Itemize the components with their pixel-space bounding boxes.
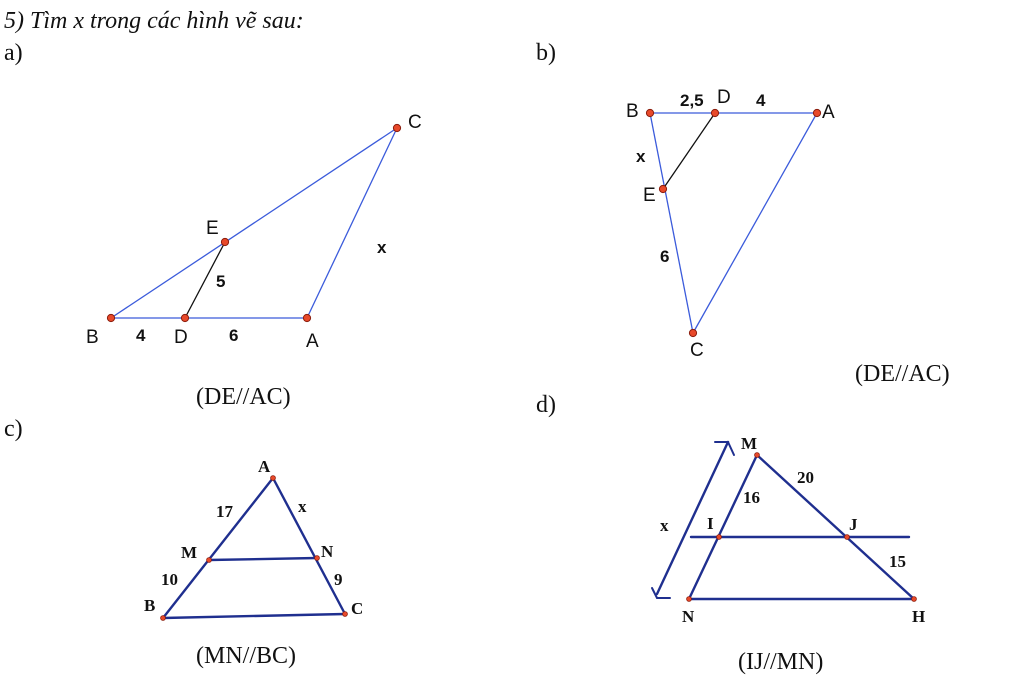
figure-b-label-C: C: [690, 340, 704, 361]
figure-a-point-C: [392, 123, 402, 133]
figure-c-label-B: B: [144, 596, 155, 615]
figure-d-x-top-bracket: [714, 441, 735, 456]
figure-c-length-NC: 9: [334, 570, 343, 589]
figure-b: B D A E C 2,5 4 x 6 (DE//AC): [626, 87, 950, 387]
figure-a-points: [106, 123, 402, 323]
figure-a-point-B: [106, 313, 116, 323]
figure-b-point-E: [658, 184, 668, 194]
figure-b-points: [645, 108, 822, 338]
figure-b-length-EC: 6: [660, 247, 669, 266]
figure-b-length-BD: 2,5: [680, 91, 704, 110]
figure-d-length-MI: 16: [743, 488, 760, 507]
figure-a-label-E: E: [206, 218, 219, 239]
figure-a: B D A E C 4 6 5 x (DE//AC): [86, 112, 422, 410]
figure-b-label-E: E: [643, 185, 656, 206]
figure-a-label-B: B: [86, 327, 99, 348]
figure-c: A M N B C 17 10 x 9 (MN//BC): [144, 457, 363, 669]
figure-a-point-A: [302, 313, 312, 323]
figure-b-point-D: [710, 108, 720, 118]
figure-a-length-DA: 6: [229, 326, 238, 345]
figure-b-point-A: [812, 108, 822, 118]
figure-d-x-bottom-bracket: [651, 587, 671, 599]
figure-d-segment-MH: [755, 453, 916, 601]
figure-d-label-N: N: [682, 607, 695, 626]
figure-d-length-JH: 15: [889, 552, 906, 571]
figure-b-segment-BC: [649, 112, 694, 334]
figure-d-point-I: [716, 534, 722, 540]
figure-b-point-B: [645, 108, 655, 118]
figure-b-point-C: [688, 328, 698, 338]
figure-d-length-x: x: [660, 516, 669, 535]
figure-c-points: [160, 475, 348, 621]
figure-d-caption: (IJ//MN): [738, 649, 823, 675]
figure-c-segment-MN: [207, 556, 319, 562]
figure-c-caption: (MN//BC): [196, 643, 296, 669]
figure-b-label-A: A: [822, 102, 835, 123]
figure-c-segment-AB: [161, 476, 275, 620]
figure-a-point-E: [220, 237, 230, 247]
figure-a-segments: [110, 127, 398, 319]
figure-c-point-N: [314, 555, 320, 561]
figure-c-point-B: [160, 615, 166, 621]
figure-a-label: a): [4, 40, 23, 66]
figure-b-segments: [649, 112, 818, 334]
figure-c-length-AN: x: [298, 497, 307, 516]
figure-b-caption: (DE//AC): [855, 361, 950, 387]
figure-c-label-N: N: [321, 542, 334, 561]
figure-a-segment-BC: [110, 127, 398, 319]
figure-b-length-DA: 4: [756, 91, 766, 110]
figure-a-segment-DE: [184, 241, 226, 319]
figure-a-label-C: C: [408, 112, 422, 133]
figure-d-label-H: H: [912, 607, 925, 626]
figure-d-segment-MN: [687, 453, 759, 601]
figure-b-segment-AC: [692, 112, 818, 334]
figure-d-point-H: [911, 596, 917, 602]
figure-d-segment-x: [655, 440, 730, 596]
figure-b-label-B: B: [626, 101, 639, 122]
figure-a-label-A: A: [306, 331, 319, 352]
figure-d-label-I: I: [707, 514, 714, 533]
figure-c-label: c): [4, 416, 23, 442]
figure-b-length-BE: x: [636, 147, 646, 166]
figure-d-point-N: [686, 596, 692, 602]
figure-b-label-D: D: [717, 87, 731, 108]
figure-c-label-C: C: [351, 599, 363, 618]
figure-c-length-AM: 17: [216, 502, 234, 521]
figure-a-length-BD: 4: [136, 326, 146, 345]
figure-a-segment-AC: [306, 127, 398, 319]
figure-c-label-M: M: [181, 543, 197, 562]
figure-a-length-AC: x: [377, 238, 387, 257]
figure-c-length-MB: 10: [161, 570, 178, 589]
figure-d-points: [686, 452, 917, 602]
figure-a-length-DE: 5: [216, 272, 225, 291]
figure-b-segment-DE: [662, 112, 716, 190]
figure-b-label: b): [536, 40, 556, 66]
figure-d-label-J: J: [849, 515, 858, 534]
figure-c-segment-BC: [161, 612, 347, 620]
exercise-prompt: 5) Tìm x trong các hình vẽ sau:: [4, 8, 304, 34]
figure-d: M I J N H x 16 20 15 (IJ//MN): [651, 434, 925, 675]
figure-d-length-MJ: 20: [797, 468, 814, 487]
figure-d-segments: [651, 440, 916, 601]
figure-c-segment-AC: [271, 476, 347, 616]
figure-a-point-D: [180, 313, 190, 323]
figure-d-label: d): [536, 392, 556, 418]
figure-a-caption: (DE//AC): [196, 384, 291, 410]
figure-d-point-M: [754, 452, 760, 458]
figure-c-segments: [161, 476, 347, 620]
figure-c-label-A: A: [258, 457, 271, 476]
figure-d-point-J: [844, 534, 850, 540]
figure-c-point-A: [270, 475, 276, 481]
figure-c-point-C: [342, 611, 348, 617]
figure-d-label-M: M: [741, 434, 757, 453]
figure-c-point-M: [206, 557, 212, 563]
figure-a-label-D: D: [174, 327, 188, 348]
